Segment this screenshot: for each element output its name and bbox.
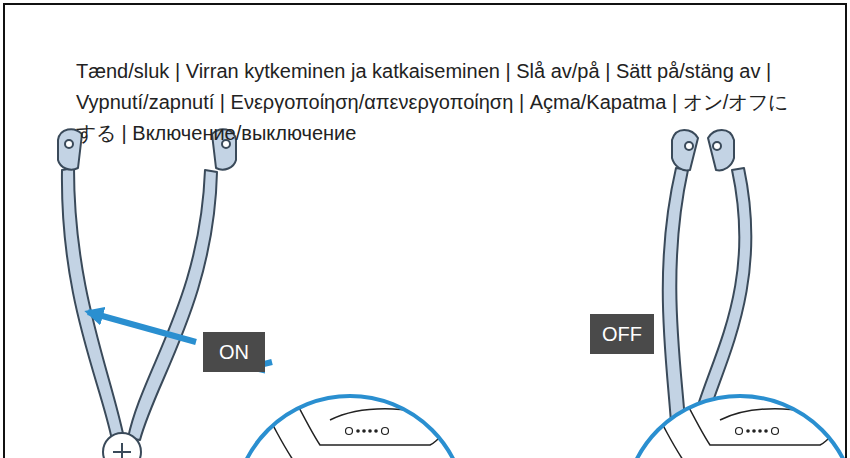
state-label: ON	[219, 341, 249, 364]
state-label-box: OFF	[590, 314, 654, 354]
state-label-box: ON	[203, 332, 265, 372]
multilingual-heading: Tænd/sluk | Virran kytkeminen ja katkais…	[76, 56, 801, 149]
state-label: OFF	[602, 323, 642, 346]
